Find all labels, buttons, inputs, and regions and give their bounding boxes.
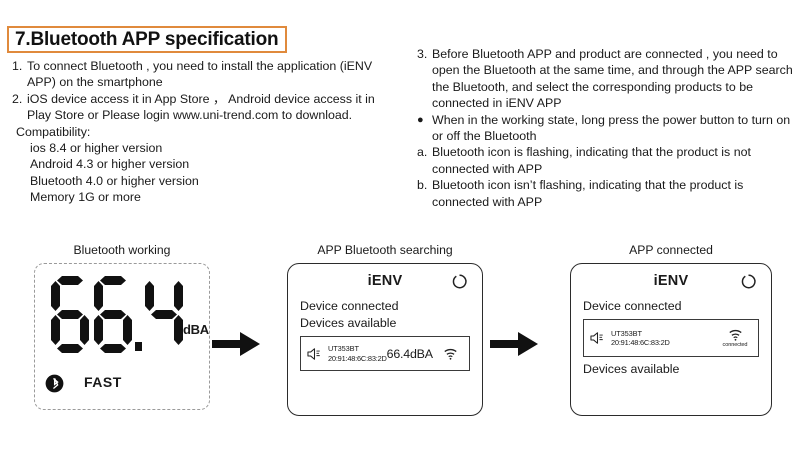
panel-app-connected: APP connected iENV Device connected UT35…: [556, 243, 786, 416]
speaker-icon: [590, 332, 603, 344]
list-item-text: iOS device access it in App Store ， Andr…: [27, 91, 375, 123]
signal-icon: [728, 329, 742, 341]
app-screen: iENV Device connected UT353BT 20:91:48:6…: [570, 263, 772, 416]
device-connected-label: Device connected: [300, 299, 399, 313]
device-reading-value: 66.4dBA: [386, 346, 433, 361]
flow-arrow-1-icon: [210, 329, 262, 364]
compatibility-item-memory: Memory 1G or more: [30, 190, 141, 205]
app-title: iENV: [367, 273, 403, 289]
lcd-reading: [51, 276, 188, 354]
device-meta: UT353BT 20:91:48:6C:83:2D: [611, 329, 670, 348]
device-mac-address: 20:91:48:6C:83:2D: [611, 338, 670, 347]
app-header: iENV: [300, 264, 470, 298]
panel-app-searching: APP Bluetooth searching iENV Device conn…: [274, 243, 496, 416]
page-title: 7.Bluetooth APP specification: [15, 28, 279, 50]
speaker-icon: [307, 347, 320, 360]
signal-indicator: connected: [717, 329, 753, 348]
panel-bluetooth-working: Bluetooth working: [22, 243, 222, 410]
list-item-text: Bluetooth icon is flashing, indicating t…: [432, 145, 751, 176]
list-item-text: Before Bluetooth APP and product are con…: [432, 47, 793, 111]
device-list-item[interactable]: UT353BT 20:91:48:6C:83:2D 66.4dBA: [300, 336, 470, 371]
app-screen: iENV Device connected Devices available …: [287, 263, 483, 416]
section-title-box: 7.Bluetooth APP specification: [7, 26, 287, 53]
list-item: 1. To connect Bluetooth , you need to in…: [12, 58, 397, 91]
signal-status-label: connected: [722, 341, 748, 348]
panel-caption: Bluetooth working: [73, 243, 171, 257]
list-marker: 3.: [417, 47, 428, 61]
list-item: ● When in the working state, long press …: [417, 112, 795, 145]
refresh-icon[interactable]: [451, 273, 468, 290]
signal-icon: [444, 348, 457, 360]
list-marker: 1.: [12, 59, 23, 73]
bluetooth-icon: [45, 374, 64, 393]
panel-caption: APP connected: [629, 243, 713, 257]
devices-available-label: Devices available: [300, 316, 397, 330]
list-item: 3. Before Bluetooth APP and product are …: [417, 46, 795, 112]
left-text-column: 1. To connect Bluetooth , you need to in…: [12, 58, 397, 206]
lcd-unit-label: dBA: [183, 322, 209, 337]
list-item: a. Bluetooth icon is flashing, indicatin…: [417, 144, 795, 177]
list-marker: a.: [417, 145, 428, 160]
device-connected-label: Device connected: [583, 299, 682, 313]
signal-indicator: [433, 348, 469, 360]
compatibility-heading: Compatibility:: [16, 124, 91, 139]
app-title: iENV: [653, 273, 689, 289]
device-list-item[interactable]: UT353BT 20:91:48:6C:83:2D connected: [583, 319, 759, 357]
right-text-column: 3. Before Bluetooth APP and product are …: [417, 46, 795, 210]
lcd-digit: [94, 276, 132, 354]
device-meta: UT353BT 20:91:48:6C:83:2D: [328, 344, 387, 363]
refresh-icon[interactable]: [740, 273, 757, 290]
list-item: b. Bluetooth icon isn’t flashing, indica…: [417, 177, 795, 210]
list-item-text: When in the working state, long press th…: [432, 112, 791, 144]
lcd-decimal-point: [135, 342, 142, 351]
lcd-digit: [51, 276, 89, 354]
lcd-mode-label: FAST: [84, 374, 122, 390]
compatibility-item-ios: ios 8.4 or higher version: [30, 141, 163, 156]
lcd-screen: dBA FAST: [34, 263, 210, 410]
device-name: UT353BT: [611, 328, 642, 338]
devices-available-label: Devices available: [583, 362, 680, 376]
list-item-text: To connect Bluetooth , you need to insta…: [27, 59, 373, 90]
flow-arrow-2-icon: [488, 329, 540, 364]
panel-caption: APP Bluetooth searching: [317, 243, 453, 257]
app-header: iENV: [583, 264, 759, 298]
list-item: 2. iOS device access it in App Store ， A…: [12, 91, 397, 124]
bullet-marker-icon: ●: [417, 113, 424, 126]
device-name: UT353BT: [328, 344, 359, 353]
lcd-digit: [145, 276, 183, 354]
list-marker: 2.: [12, 91, 23, 106]
compatibility-item-android: Android 4.3 or higher version: [30, 157, 190, 172]
list-marker: b.: [417, 178, 428, 193]
illustration-row: Bluetooth working: [0, 243, 800, 443]
device-mac-address: 20:91:48:6C:83:2D: [328, 353, 387, 363]
list-item-text: Bluetooth icon isn’t flashing, indicatin…: [432, 178, 744, 209]
compatibility-item-bluetooth: Bluetooth 4.0 or higher version: [30, 173, 199, 188]
